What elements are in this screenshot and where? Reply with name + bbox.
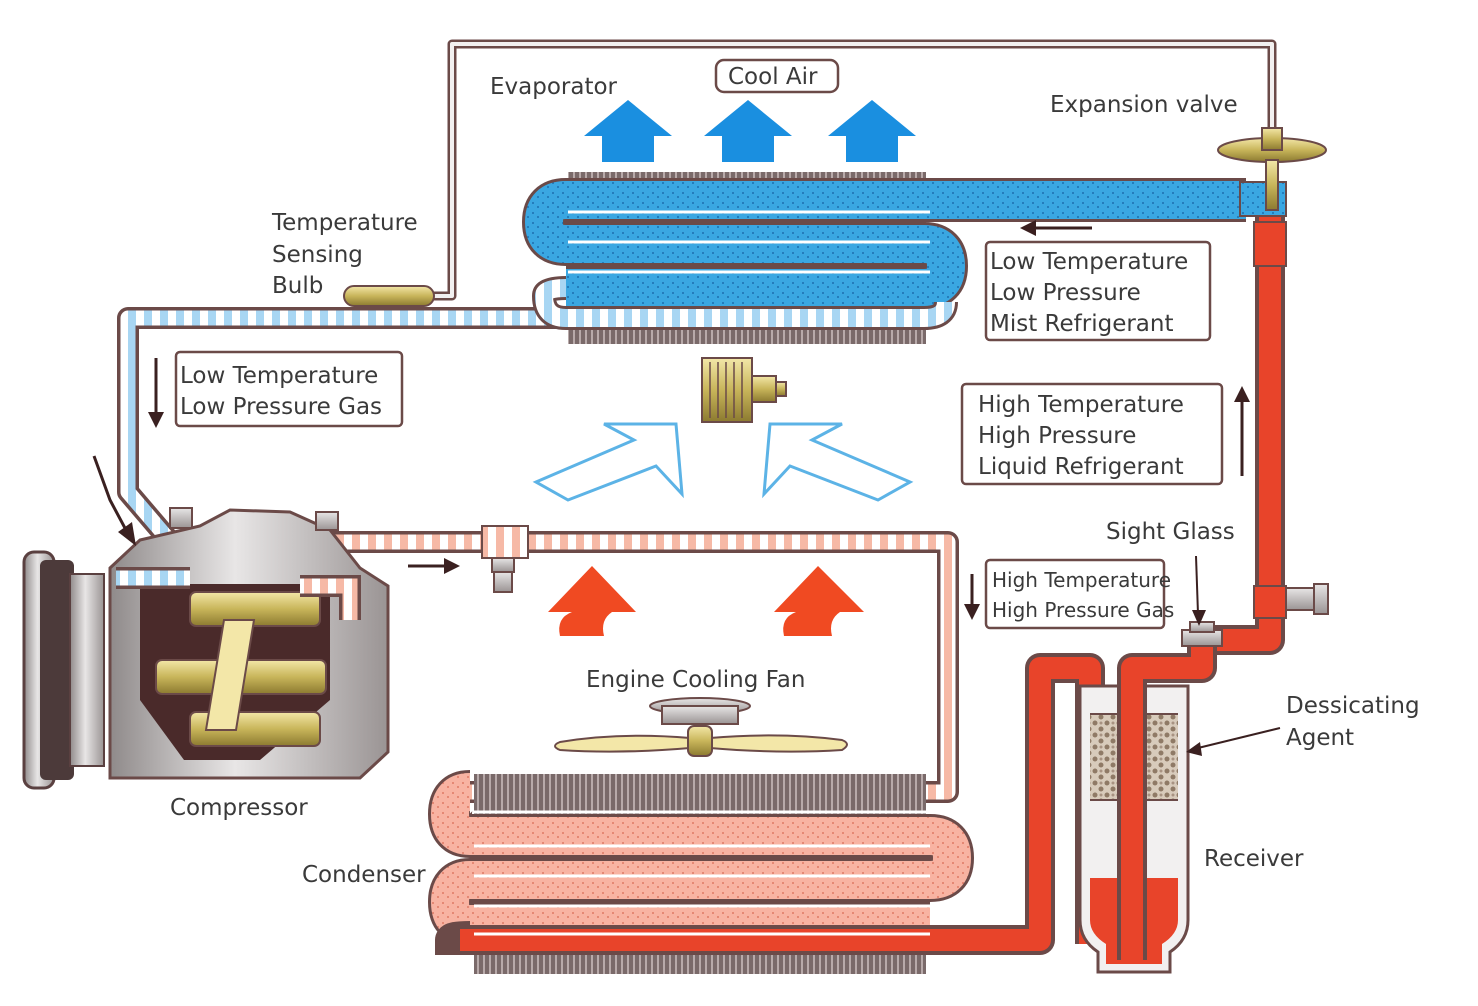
expansion-valve [1217, 127, 1327, 217]
receiver-drier [1078, 640, 1217, 974]
capillary-tube [432, 39, 1277, 301]
label-temp-bulb-line3: Bulb [272, 273, 323, 299]
state-high-liquid-line2: High Pressure [978, 423, 1136, 449]
label-sight-glass: Sight Glass [1106, 519, 1235, 545]
cool-air-arrows [584, 100, 916, 162]
cool-air-label-box [714, 58, 840, 94]
label-cool-air: Cool Air [728, 64, 818, 90]
label-dessicating-line2: Agent [1286, 725, 1354, 751]
state-box-low-gas: Low Temperature Low Pressure Gas [174, 350, 404, 428]
state-low-mist-line3: Mist Refrigerant [990, 311, 1173, 337]
state-high-gas-line2: High Pressure Gas [992, 598, 1174, 622]
label-expansion-valve: Expansion valve [1050, 92, 1238, 118]
airflow-outline-arrows [532, 422, 914, 502]
label-compressor: Compressor [170, 795, 308, 821]
label-temp-bulb-line2: Sensing [272, 242, 363, 268]
hot-air-arrows [548, 566, 864, 636]
engine-cooling-fan [554, 697, 848, 757]
sight-glass [1181, 621, 1223, 647]
state-low-gas-line2: Low Pressure Gas [180, 394, 382, 420]
evaporator [522, 172, 1246, 344]
condenser [427, 770, 1040, 974]
state-box-high-gas: High Temperature High Pressure Gas [984, 558, 1174, 630]
state-box-low-mist: Low Temperature Low Pressure Mist Refrig… [984, 240, 1212, 342]
label-condenser: Condenser [302, 862, 426, 888]
state-box-high-liquid: High Temperature High Pressure Liquid Re… [960, 382, 1224, 486]
state-low-mist-line2: Low Pressure [990, 280, 1141, 306]
state-high-gas-line1: High Temperature [992, 568, 1171, 592]
temperature-sensing-bulb [343, 285, 435, 307]
state-low-gas-line1: Low Temperature [180, 363, 378, 389]
state-high-liquid-line3: Liquid Refrigerant [978, 454, 1184, 480]
suction-line-low-pressure-gas [117, 307, 930, 568]
state-low-mist-line1: Low Temperature [990, 249, 1188, 275]
label-evaporator: Evaporator [490, 74, 618, 100]
flow-direction-arrows [92, 220, 1281, 756]
label-engine-cooling-fan: Engine Cooling Fan [586, 667, 805, 693]
label-receiver: Receiver [1204, 846, 1304, 872]
blower-motor [701, 357, 787, 423]
label-temp-bulb-line1: Temperature [271, 210, 418, 236]
label-dessicating-line1: Dessicating [1286, 693, 1420, 719]
compressor [22, 507, 390, 790]
state-high-liquid-line1: High Temperature [978, 392, 1184, 418]
